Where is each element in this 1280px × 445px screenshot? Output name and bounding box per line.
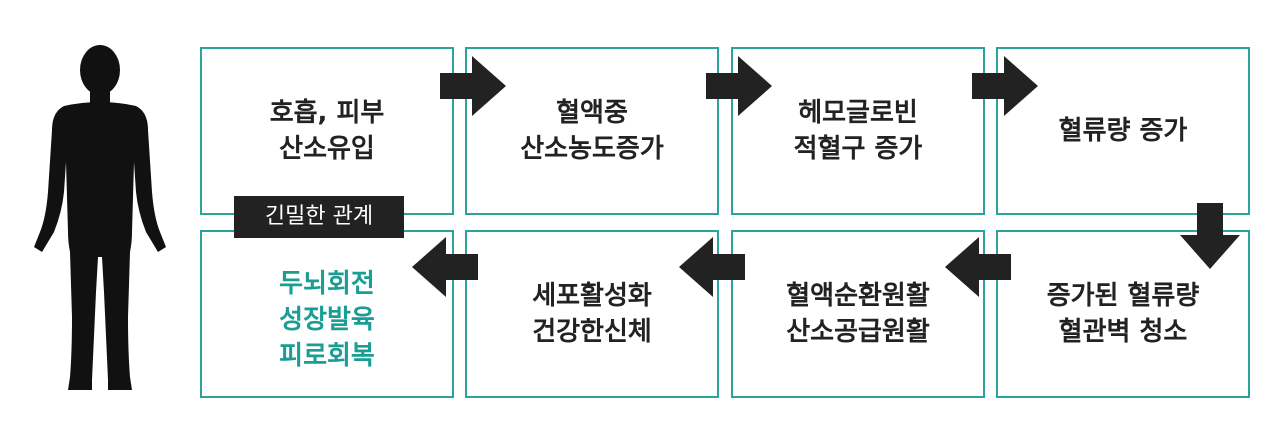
box-text-line: 피로회복: [279, 341, 375, 371]
human-silhouette-icon: [34, 45, 166, 390]
box-text-line: 증가된 혈류량: [1046, 281, 1200, 311]
box-text-line: 성장발육: [279, 305, 375, 335]
process-box-cell-activation: 세포활성화 건강한신체: [465, 230, 719, 398]
arrow-right-icon: [706, 56, 772, 116]
box-text-line: 두뇌회전: [279, 269, 375, 299]
relation-badge: 긴밀한 관계: [234, 196, 404, 238]
process-box-hemoglobin: 헤모글로빈 적혈구 증가: [731, 47, 985, 215]
process-box-blood-oxygen: 혈액중 산소농도증가: [465, 47, 719, 215]
process-box-circulation: 혈액순환원활 산소공급원활: [731, 230, 985, 398]
box-text-line: 적혈구 증가: [793, 134, 923, 164]
arrow-left-icon: [412, 237, 478, 297]
arrow-right-icon: [440, 56, 506, 116]
box-text-line: 건강한신체: [532, 317, 652, 347]
arrow-left-icon: [679, 237, 745, 297]
box-text-line: 세포활성화: [532, 281, 652, 311]
box-text-line: 산소농도증가: [520, 134, 664, 164]
arrow-right-icon: [972, 56, 1038, 116]
box-text-line: 호흡, 피부: [269, 98, 385, 128]
box-text-line: 혈류량 증가: [1058, 116, 1188, 146]
box-text-line: 혈액순환원활: [786, 281, 930, 311]
arrow-down-icon: [1180, 203, 1240, 269]
box-text-line: 헤모글로빈: [798, 98, 918, 128]
process-box-brain: 두뇌회전 성장발육 피로회복: [200, 230, 454, 398]
arrow-left-icon: [945, 237, 1011, 297]
box-text-line: 혈액중: [556, 98, 628, 128]
box-text-line: 혈관벽 청소: [1058, 317, 1188, 347]
box-text-line: 산소공급원활: [786, 317, 930, 347]
process-box-blood-flow: 혈류량 증가: [996, 47, 1250, 215]
box-text-line: 산소유입: [279, 134, 375, 164]
process-box-respiration: 호흡, 피부 산소유입: [200, 47, 454, 215]
